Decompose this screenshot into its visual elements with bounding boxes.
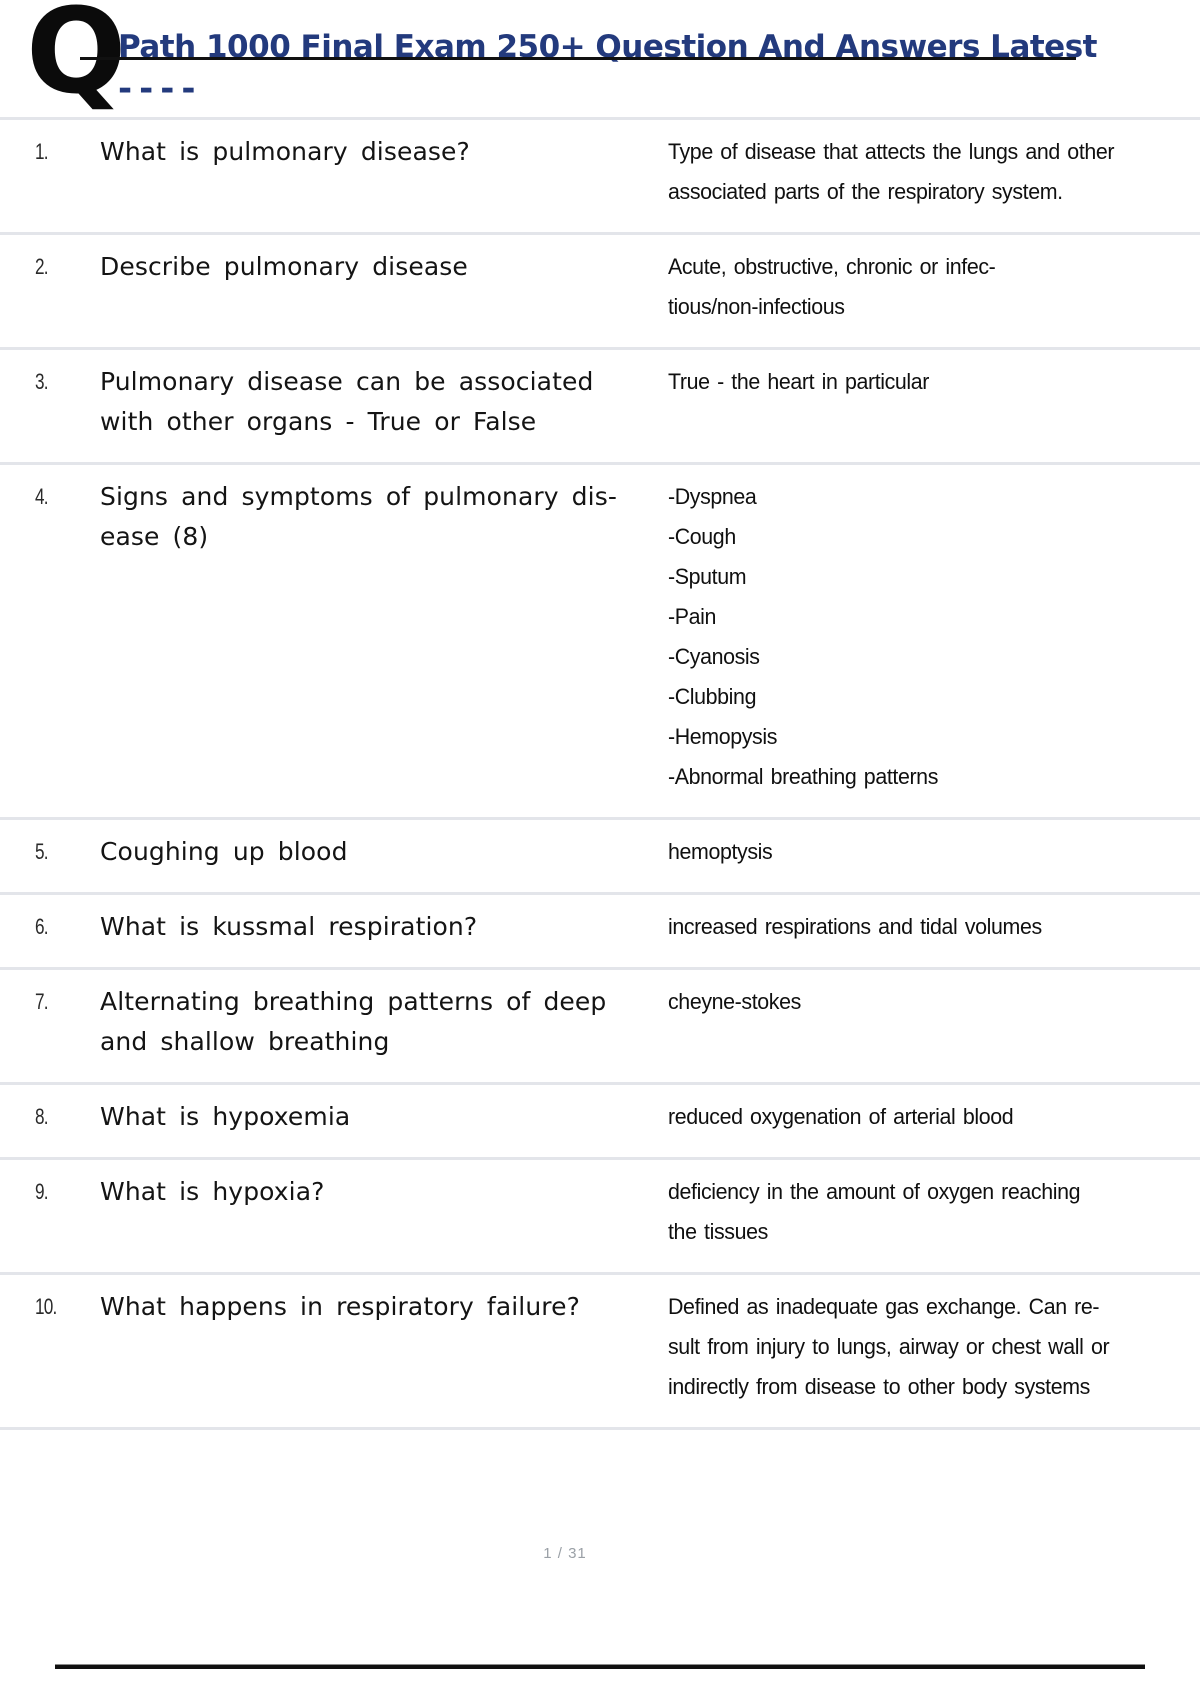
row-number: 2. bbox=[35, 254, 49, 279]
qa-row: 8. What is hypoxemia reduced oxygenation… bbox=[0, 1085, 1200, 1160]
qa-row: 7. Alternating breathing patterns of dee… bbox=[0, 970, 1200, 1085]
answer-text: reduced oxygenation of arterial blood bbox=[668, 1104, 1014, 1129]
question-text: What happens in respiratory failure? bbox=[100, 1292, 580, 1321]
question-text: Describe pulmonary disease bbox=[100, 252, 468, 281]
question-text: What is kussmal respiration? bbox=[100, 912, 478, 941]
answer-text: cheyne-stokes bbox=[668, 989, 801, 1014]
row-number: 5. bbox=[35, 839, 49, 864]
title-dashes: ---- bbox=[118, 69, 203, 109]
row-number: 1. bbox=[35, 139, 49, 164]
answer-text: Defined as inadequate gas exchange. Can … bbox=[668, 1294, 1110, 1399]
row-number: 10. bbox=[35, 1294, 57, 1319]
answer-text: deficiency in the amount of oxygen reach… bbox=[668, 1179, 1081, 1244]
answer-text: Acute, obstructive, chronic or infec-tio… bbox=[668, 254, 996, 319]
row-number: 3. bbox=[35, 369, 49, 394]
qa-row: 2. Describe pulmonary disease Acute, obs… bbox=[0, 235, 1200, 350]
row-number: 4. bbox=[35, 484, 49, 509]
answer-text: hemoptysis bbox=[668, 839, 773, 864]
page-indicator: 1 / 31 bbox=[543, 1545, 587, 1562]
page-bottom-rule bbox=[55, 1664, 1145, 1669]
brand-q-logo: Q bbox=[26, 0, 126, 120]
row-number: 8. bbox=[35, 1104, 49, 1129]
question-text: Signs and symptoms of pulmonary dis-ease… bbox=[100, 482, 617, 551]
row-number: 6. bbox=[35, 914, 49, 939]
answer-text: True - the heart in particular bbox=[668, 369, 930, 394]
answer-text: Type of disease that attects the lungs a… bbox=[668, 139, 1115, 204]
answer-text: increased respirations and tidal volumes bbox=[668, 914, 1042, 939]
qa-table: 1. What is pulmonary disease? Type of di… bbox=[0, 120, 1200, 1430]
document-header: Q Path 1000 Final Exam 250+ Question And… bbox=[0, 0, 1200, 120]
qa-row: 4. Signs and symptoms of pulmonary dis-e… bbox=[0, 465, 1200, 820]
row-number: 9. bbox=[35, 1179, 49, 1204]
qa-row: 1. What is pulmonary disease? Type of di… bbox=[0, 120, 1200, 235]
qa-row: 9. What is hypoxia? deficiency in the am… bbox=[0, 1160, 1200, 1275]
strikethrough-line bbox=[80, 57, 1076, 60]
question-text: What is hypoxemia bbox=[100, 1102, 351, 1131]
row-number: 7. bbox=[35, 989, 49, 1014]
answer-text: -Dyspnea-Cough-Sputum-Pain-Cyanosis-Club… bbox=[668, 484, 939, 789]
question-text: What is pulmonary disease? bbox=[100, 137, 470, 166]
qa-row: 5. Coughing up blood hemoptysis bbox=[0, 820, 1200, 895]
qa-row: 10. What happens in respiratory failure?… bbox=[0, 1275, 1200, 1430]
qa-row: 6. What is kussmal respiration? increase… bbox=[0, 895, 1200, 970]
question-text: What is hypoxia? bbox=[100, 1177, 325, 1206]
question-text: Coughing up blood bbox=[100, 837, 348, 866]
